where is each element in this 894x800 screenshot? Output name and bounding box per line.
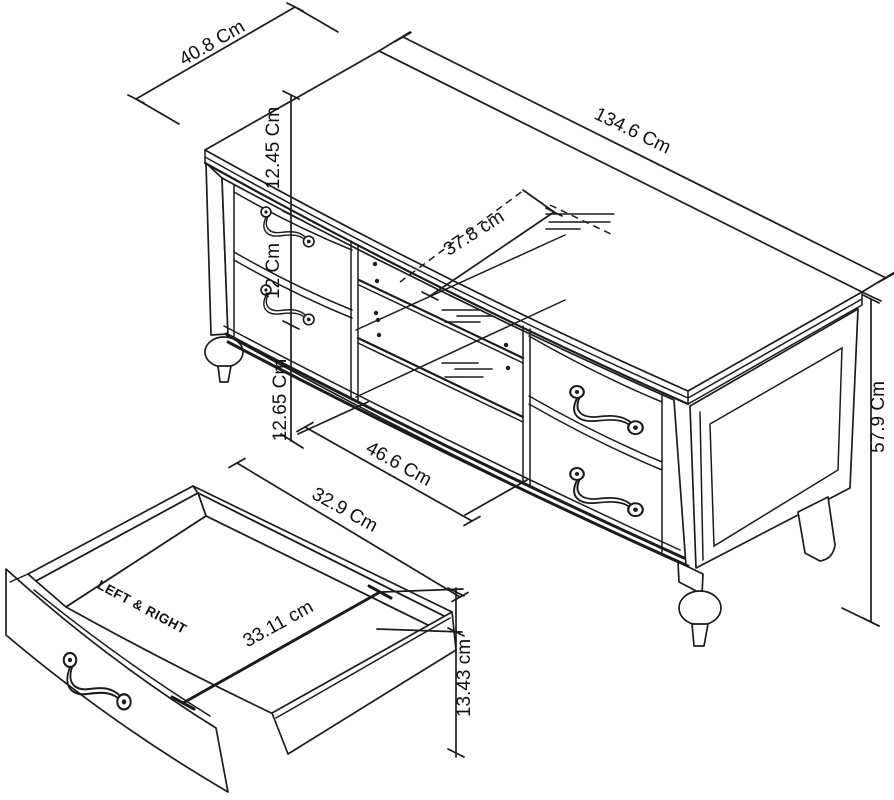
dim-top-depth-label: 40.8 Cm [176, 16, 249, 70]
dim-bottom-drawer-height-label: 12.65 Cm [270, 359, 291, 441]
dim-drawer-front-width-label: 32.9 Cm [308, 484, 381, 537]
dim-middle-opening-width-label: 46.6 Cm [362, 438, 435, 491]
dimension-lines [127, 2, 894, 758]
dim-shelf-depth [399, 189, 616, 301]
cabinet-top-surface [204, 50, 863, 392]
dim-overall-height-label: 57.9 Cm [868, 381, 889, 453]
dim-drawer-height-label: 13.43 cm [454, 639, 475, 717]
dim-drawer-heights [280, 90, 304, 449]
front-right-foot [678, 590, 722, 626]
dim-drawer-detail-height [376, 587, 465, 758]
dim-drawer-front-width [228, 457, 469, 603]
drawer-right-side [271, 611, 457, 755]
shelf-pin-dots [372, 261, 511, 371]
dim-middle-opening-width [296, 401, 528, 527]
dim-top-depth [127, 2, 339, 125]
drawer-front-panel [5, 568, 229, 793]
tv-cabinet-drawing [203, 50, 863, 647]
dim-overall-width-label: 134.6 Cm [591, 104, 674, 159]
dim-middle-drawer-height-label: 12 Cm [263, 243, 284, 299]
drawer-detail-drawing [5, 485, 457, 793]
dim-drawer-internal-width [170, 584, 393, 711]
dim-top-drawer-height-label: 12.45 Cm [263, 107, 284, 189]
back-right-foot [797, 496, 836, 562]
dim-overall-height [841, 291, 882, 627]
dim-overall-width [378, 31, 894, 293]
glass-shelf-hatching [441, 213, 615, 378]
